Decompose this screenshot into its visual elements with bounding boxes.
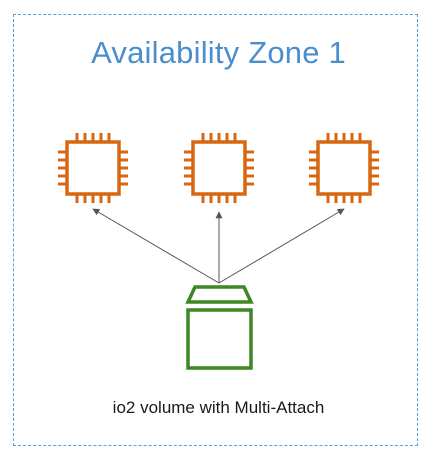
connection-arrow-3 — [218, 208, 345, 284]
ec2-instance-2-icon — [182, 131, 256, 205]
availability-zone-border — [13, 14, 418, 446]
availability-zone-title: Availability Zone 1 — [91, 35, 346, 70]
connection-arrow-1 — [92, 208, 220, 284]
ec2-instance-1-icon — [56, 131, 130, 205]
ec2-instance-3-icon — [307, 131, 381, 205]
ebs-volume-icon — [185, 285, 254, 370]
volume-label: io2 volume with Multi-Attach — [112, 398, 325, 417]
